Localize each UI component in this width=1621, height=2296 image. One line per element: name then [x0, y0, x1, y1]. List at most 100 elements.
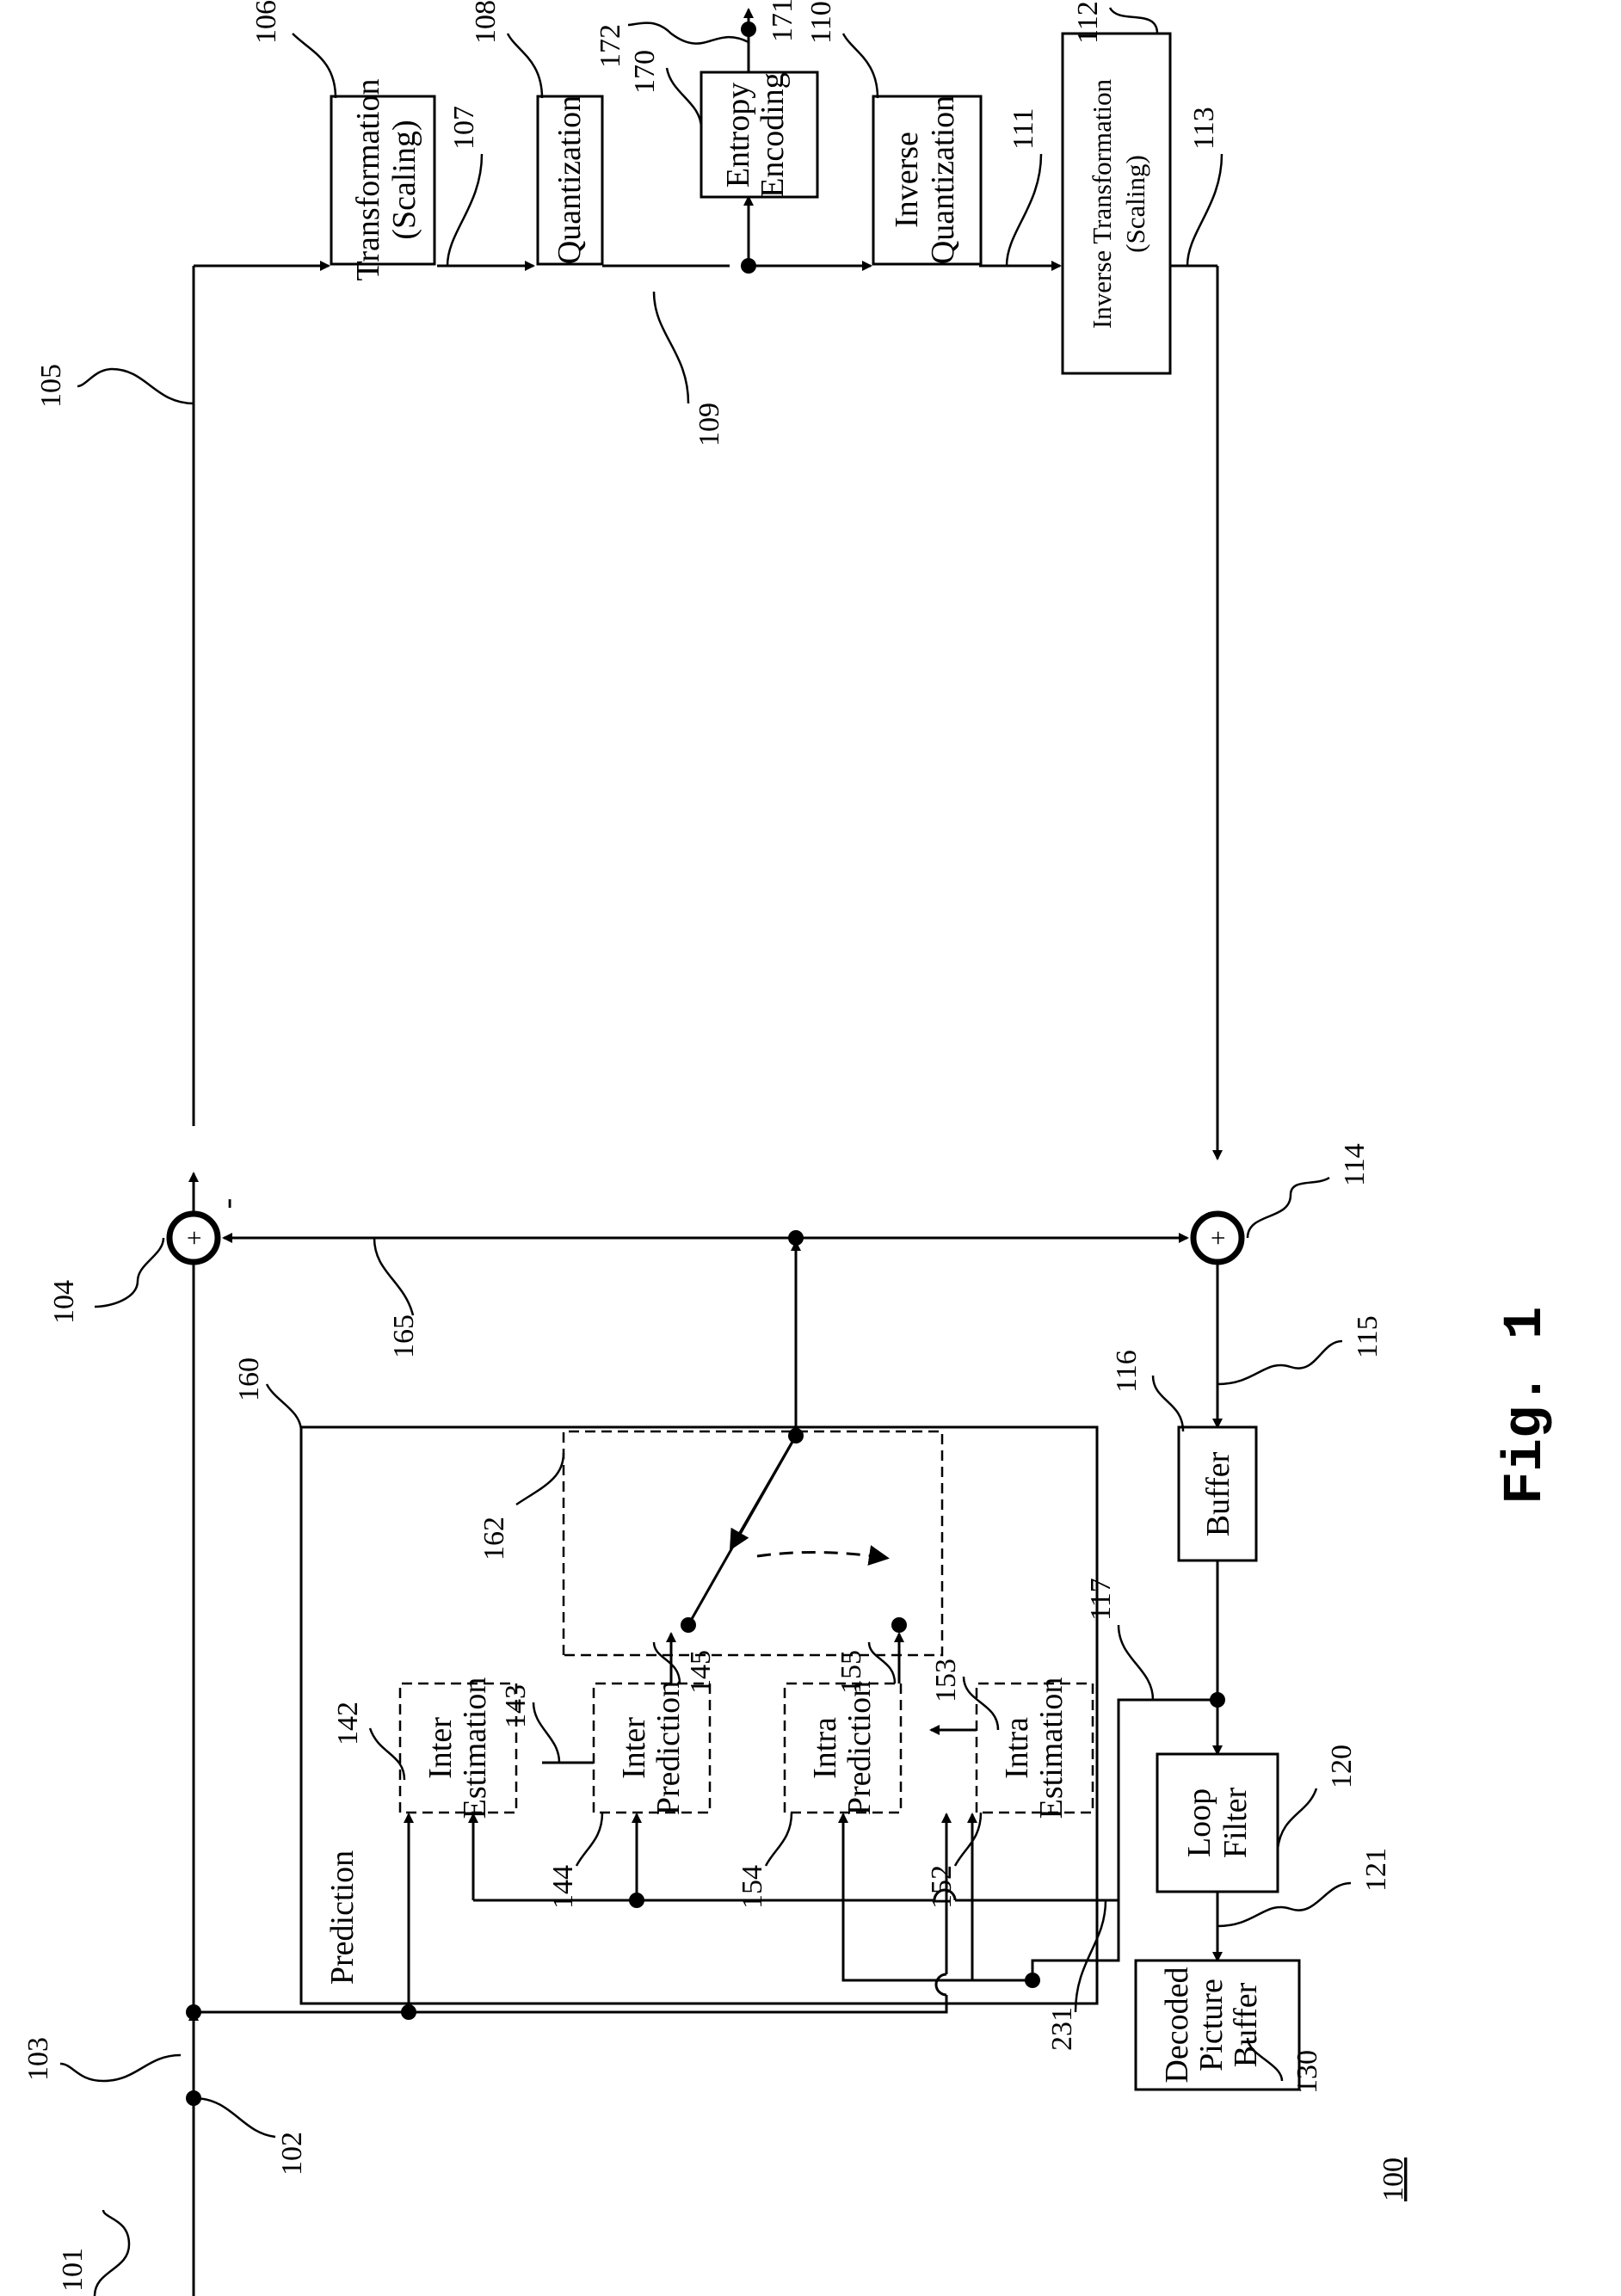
ref-144: 144 — [547, 1865, 579, 1909]
ref-165: 165 — [388, 1314, 420, 1358]
ref-112: 112 — [1072, 1, 1104, 44]
inverse-transformation-label-2: (Scaling) — [1120, 155, 1150, 253]
dot-165 — [788, 1230, 804, 1246]
ref-171: 171 — [767, 0, 798, 42]
entropy-label-1: Entropy — [720, 83, 756, 188]
leader-152 — [955, 1813, 981, 1866]
ref-155: 155 — [835, 1650, 867, 1694]
figure-label: Fig. 1 — [1495, 1307, 1557, 1505]
ref-107: 107 — [448, 106, 480, 150]
leader-104 — [95, 1238, 163, 1307]
ref-102: 102 — [276, 2132, 308, 2176]
dot-172 — [741, 22, 756, 37]
leader-106 — [293, 34, 336, 98]
leader-154 — [766, 1813, 792, 1866]
inter-prediction-label-2: Prediction — [650, 1681, 687, 1815]
leader-107 — [447, 154, 482, 266]
dashed-blocks — [400, 1431, 1093, 1813]
leader-109 — [654, 292, 688, 403]
dot-input-split — [186, 2004, 201, 2020]
leader-162 — [516, 1453, 564, 1505]
figure-number: 100 — [1378, 2158, 1409, 2201]
ref-153: 153 — [930, 1659, 962, 1702]
ref-170: 170 — [629, 50, 661, 94]
ref-231: 231 — [1046, 2007, 1078, 2051]
ref-105: 105 — [35, 364, 67, 408]
ref-106: 106 — [250, 0, 282, 44]
switch-contact-intra — [891, 1617, 907, 1633]
switch-contact-inter — [681, 1617, 696, 1633]
ref-120: 120 — [1326, 1745, 1358, 1788]
mode-switch — [688, 1436, 886, 1625]
ref-172: 172 — [595, 24, 626, 68]
entropy-label-2: Encoding — [755, 72, 791, 198]
ref-108: 108 — [470, 0, 502, 44]
ref-152: 152 — [926, 1865, 958, 1909]
leader-115 — [1217, 1341, 1342, 1384]
inter-estimation-label-1: Inter — [422, 1717, 459, 1779]
leader-143 — [533, 1702, 559, 1763]
leader-144 — [576, 1813, 602, 1866]
adder-104-minus: - — [209, 1198, 245, 1210]
dot-entropy-split — [741, 258, 756, 274]
ref-114: 114 — [1339, 1143, 1371, 1186]
ref-145: 145 — [685, 1650, 717, 1694]
ref-142: 142 — [332, 1702, 364, 1745]
inverse-quantization-label-2: Quantization — [925, 95, 961, 264]
leader-102 — [194, 2098, 275, 2137]
ref-117: 117 — [1085, 1578, 1117, 1621]
leader-117 — [1119, 1625, 1153, 1700]
leader-101 — [95, 2210, 129, 2296]
dot-231 — [629, 1893, 644, 1908]
leader-110 — [843, 34, 878, 98]
wire-117-to-intra-est — [972, 1814, 1032, 1980]
dpb-label-1: Decoded — [1159, 1967, 1195, 2083]
leader-170 — [667, 68, 701, 128]
ref-121: 121 — [1360, 1848, 1392, 1892]
leader-155 — [869, 1642, 895, 1684]
dpb-label-2: Picture — [1193, 1979, 1230, 2071]
switch-arm-arrow — [731, 1436, 796, 1548]
dot-117-split — [1025, 1973, 1040, 1988]
leader-108 — [508, 34, 542, 98]
prediction-label: Prediction — [324, 1850, 361, 1985]
ref-101: 101 — [57, 2248, 89, 2292]
ref-103: 103 — [22, 2037, 54, 2081]
inter-prediction-label-1: Inter — [616, 1717, 652, 1779]
ref-160: 160 — [233, 1357, 265, 1401]
inter-estimation-label-2: Estimation — [457, 1677, 493, 1819]
wire-hop-1 — [936, 1974, 946, 1995]
leader-165 — [374, 1238, 413, 1315]
transformation-label-2: (Scaling) — [386, 120, 422, 239]
quantization-label: Quantization — [552, 95, 588, 264]
intra-estimation-label-1: Intra — [999, 1717, 1035, 1779]
adder-114-sign: + — [1203, 1230, 1233, 1245]
ref-109: 109 — [693, 403, 725, 446]
leader-114 — [1248, 1178, 1329, 1238]
ref-116: 116 — [1111, 1350, 1143, 1393]
buffer-label: Buffer — [1200, 1451, 1236, 1536]
leader-111 — [1007, 154, 1041, 266]
intra-estimation-label-2: Estimation — [1033, 1677, 1069, 1819]
switch-pivot — [788, 1428, 804, 1443]
leader-145 — [654, 1642, 680, 1684]
leader-105 — [77, 369, 194, 403]
ref-113: 113 — [1188, 107, 1220, 150]
leader-160 — [267, 1384, 301, 1431]
mode-selection-block-162 — [564, 1431, 942, 1655]
inverse-transformation-label-1: Inverse Transformation — [1087, 78, 1117, 329]
adder-104-sign: + — [179, 1230, 209, 1245]
leader-116 — [1153, 1376, 1183, 1431]
inverse-quantization-label-1: Inverse — [889, 132, 925, 228]
leader-172 — [628, 23, 749, 44]
intra-prediction-label-2: Prediction — [841, 1681, 878, 1815]
ref-104: 104 — [48, 1280, 80, 1324]
switch-dashed-arc — [757, 1552, 886, 1558]
ref-115: 115 — [1352, 1315, 1384, 1358]
ref-130: 130 — [1291, 2050, 1323, 2094]
transformation-label-1: Transformation — [350, 78, 386, 280]
intra-prediction-label-1: Intra — [807, 1717, 843, 1779]
ref-154: 154 — [737, 1865, 768, 1909]
